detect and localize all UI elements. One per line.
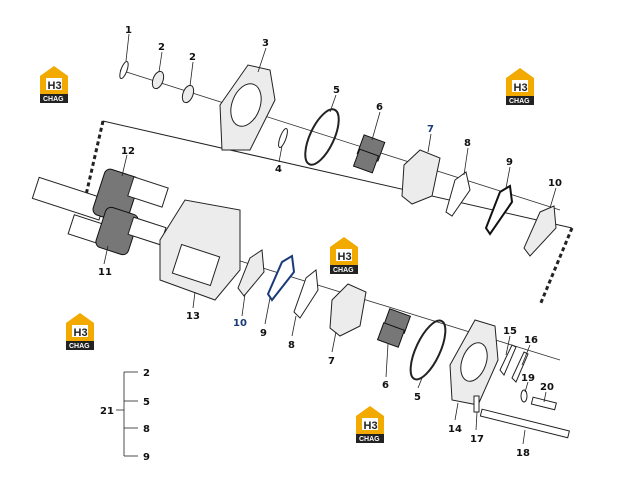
o-ring-part	[304, 108, 340, 166]
callout-10: 10	[548, 178, 562, 189]
seal-part	[445, 171, 471, 217]
leader-lines	[103, 33, 557, 445]
callout-9: 9	[506, 157, 513, 168]
callout-9: 9	[260, 328, 267, 339]
front-cover-bore	[230, 83, 262, 127]
callout-4: 4	[275, 164, 282, 175]
callout-15: 15	[503, 326, 517, 337]
wear-plate-part	[329, 283, 367, 337]
plate-part	[523, 205, 557, 257]
callout-19: 19	[521, 373, 535, 384]
seal-part	[151, 70, 165, 90]
callout-5: 5	[414, 392, 421, 403]
callout-10: 10	[233, 318, 247, 329]
seal-part	[293, 269, 319, 319]
watermark-logo: H3 CHAG	[330, 237, 358, 274]
logo-mark-text: H3	[74, 327, 88, 339]
callout-17: 17	[470, 434, 484, 445]
short-bolt-part	[530, 396, 557, 411]
kit-item: 9	[143, 452, 150, 463]
logo-brand-text: CHAG	[43, 96, 64, 103]
seal-part	[499, 344, 517, 376]
rear-cover-bore	[460, 342, 488, 382]
dashed-connector-left	[84, 120, 105, 196]
callout-3: 3	[262, 38, 269, 49]
callout-13: 13	[186, 311, 200, 322]
watermark-logo: H3 CHAG	[40, 66, 68, 103]
callout-8: 8	[288, 340, 295, 351]
callout-2: 2	[189, 52, 196, 63]
callout-18: 18	[516, 448, 530, 459]
long-bolt-part	[479, 408, 570, 439]
logo-brand-text: CHAG	[333, 267, 354, 274]
callout-6: 6	[382, 380, 389, 391]
backup-ring-part	[266, 254, 296, 302]
watermark-logo: H3 CHAG	[506, 68, 534, 105]
seal-part	[181, 84, 195, 104]
logo-mark-text: H3	[338, 251, 352, 263]
kit-bracket	[116, 371, 138, 457]
plate-part	[237, 249, 265, 297]
bushing-part	[352, 148, 380, 174]
pump-body-flange	[171, 243, 221, 287]
watermark-logo: H3 CHAG	[66, 313, 94, 350]
callout-12: 12	[121, 146, 135, 157]
callout-16: 16	[524, 335, 538, 346]
kit-item: 5	[143, 397, 150, 408]
kit-label: 21	[100, 406, 114, 417]
logo-mark-text: H3	[48, 80, 62, 92]
callout-14: 14	[448, 424, 462, 435]
snap-ring-part	[119, 60, 129, 80]
pin-part	[278, 128, 288, 148]
wear-plate-part	[401, 149, 441, 205]
washer-part	[520, 389, 528, 403]
callout-7: 7	[328, 356, 335, 367]
callout-5: 5	[333, 85, 340, 96]
callout-20: 20	[540, 382, 554, 393]
logo-brand-text: CHAG	[69, 343, 90, 350]
logo-brand-text: CHAG	[359, 436, 380, 443]
callout-11: 11	[98, 267, 112, 278]
bushing-part	[376, 322, 406, 348]
logo-brand-text: CHAG	[509, 98, 530, 105]
o-ring-part	[409, 319, 447, 381]
callout-7: 7	[427, 124, 434, 135]
callout-8: 8	[464, 138, 471, 149]
callout-1: 1	[125, 25, 132, 36]
dowel-pin-part	[473, 395, 480, 413]
logo-mark-text: H3	[514, 82, 528, 94]
logo-mark-text: H3	[364, 420, 378, 432]
backup-ring-part	[484, 184, 514, 236]
kit-item: 8	[143, 424, 150, 435]
kit-item: 2	[143, 368, 150, 379]
watermark-logo: H3 CHAG	[356, 406, 384, 443]
pump-body-part	[159, 199, 241, 301]
callout-2: 2	[158, 42, 165, 53]
callout-6: 6	[376, 102, 383, 113]
shaft-journal-part	[127, 176, 169, 208]
